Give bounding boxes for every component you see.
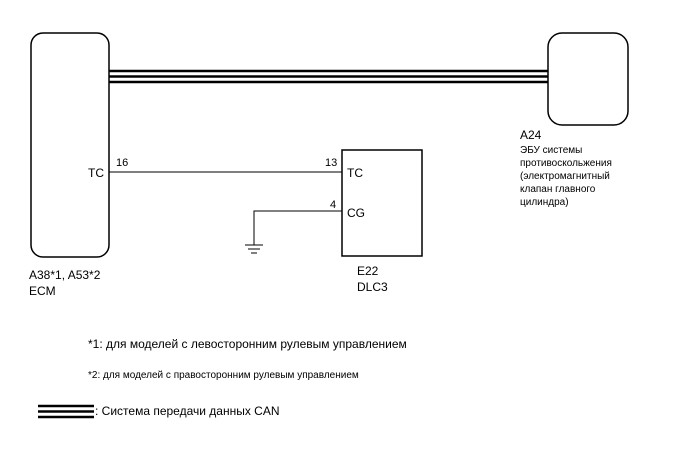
abs-ecu-description-line: цилиндра) [520,197,569,208]
dlc3-connector-label: E22 [357,264,379,278]
dlc3-pin-tc-label: TC [347,166,363,180]
note-2: *2: для моделей с правосторонним рулевым… [88,370,359,381]
legend-can-text: : Система передачи данных CAN [95,404,280,418]
dlc3-pin-cg-number: 4 [330,199,337,211]
ecm-pin-tc-number: 16 [116,157,129,169]
abs-ecu-description-line: противоскольжения [520,158,612,169]
ecm-pin-tc-label: TC [88,166,104,180]
abs-ecu-box [547,32,629,126]
abs-ecu-description-line: ЭБУ системы [520,145,583,156]
ecm-box [30,32,110,258]
abs-ecu-connector-label: A24 [520,128,542,142]
ecm-connector-label: A38*1, A53*2 [29,268,101,282]
dlc3-pin-cg-label: CG [347,206,365,220]
ecm-name: ECM [29,284,56,298]
dlc3-pin-tc-number: 13 [325,157,338,169]
abs-ecu-description-line: (электромагнитный [520,171,610,182]
dlc3-name: DLC3 [357,280,388,294]
cg-wire [253,210,342,245]
abs-ecu-description-line: клапан главного [520,184,596,195]
can-bus-line [109,69,548,84]
note-1: *1: для моделей с левосторонним рулевым … [88,337,407,351]
ground-icon [245,244,263,254]
abs-ecu-description: ЭБУ системы противоскольжения (электрома… [520,144,612,209]
dlc3-box [341,149,423,257]
legend-can-symbol [38,404,94,419]
